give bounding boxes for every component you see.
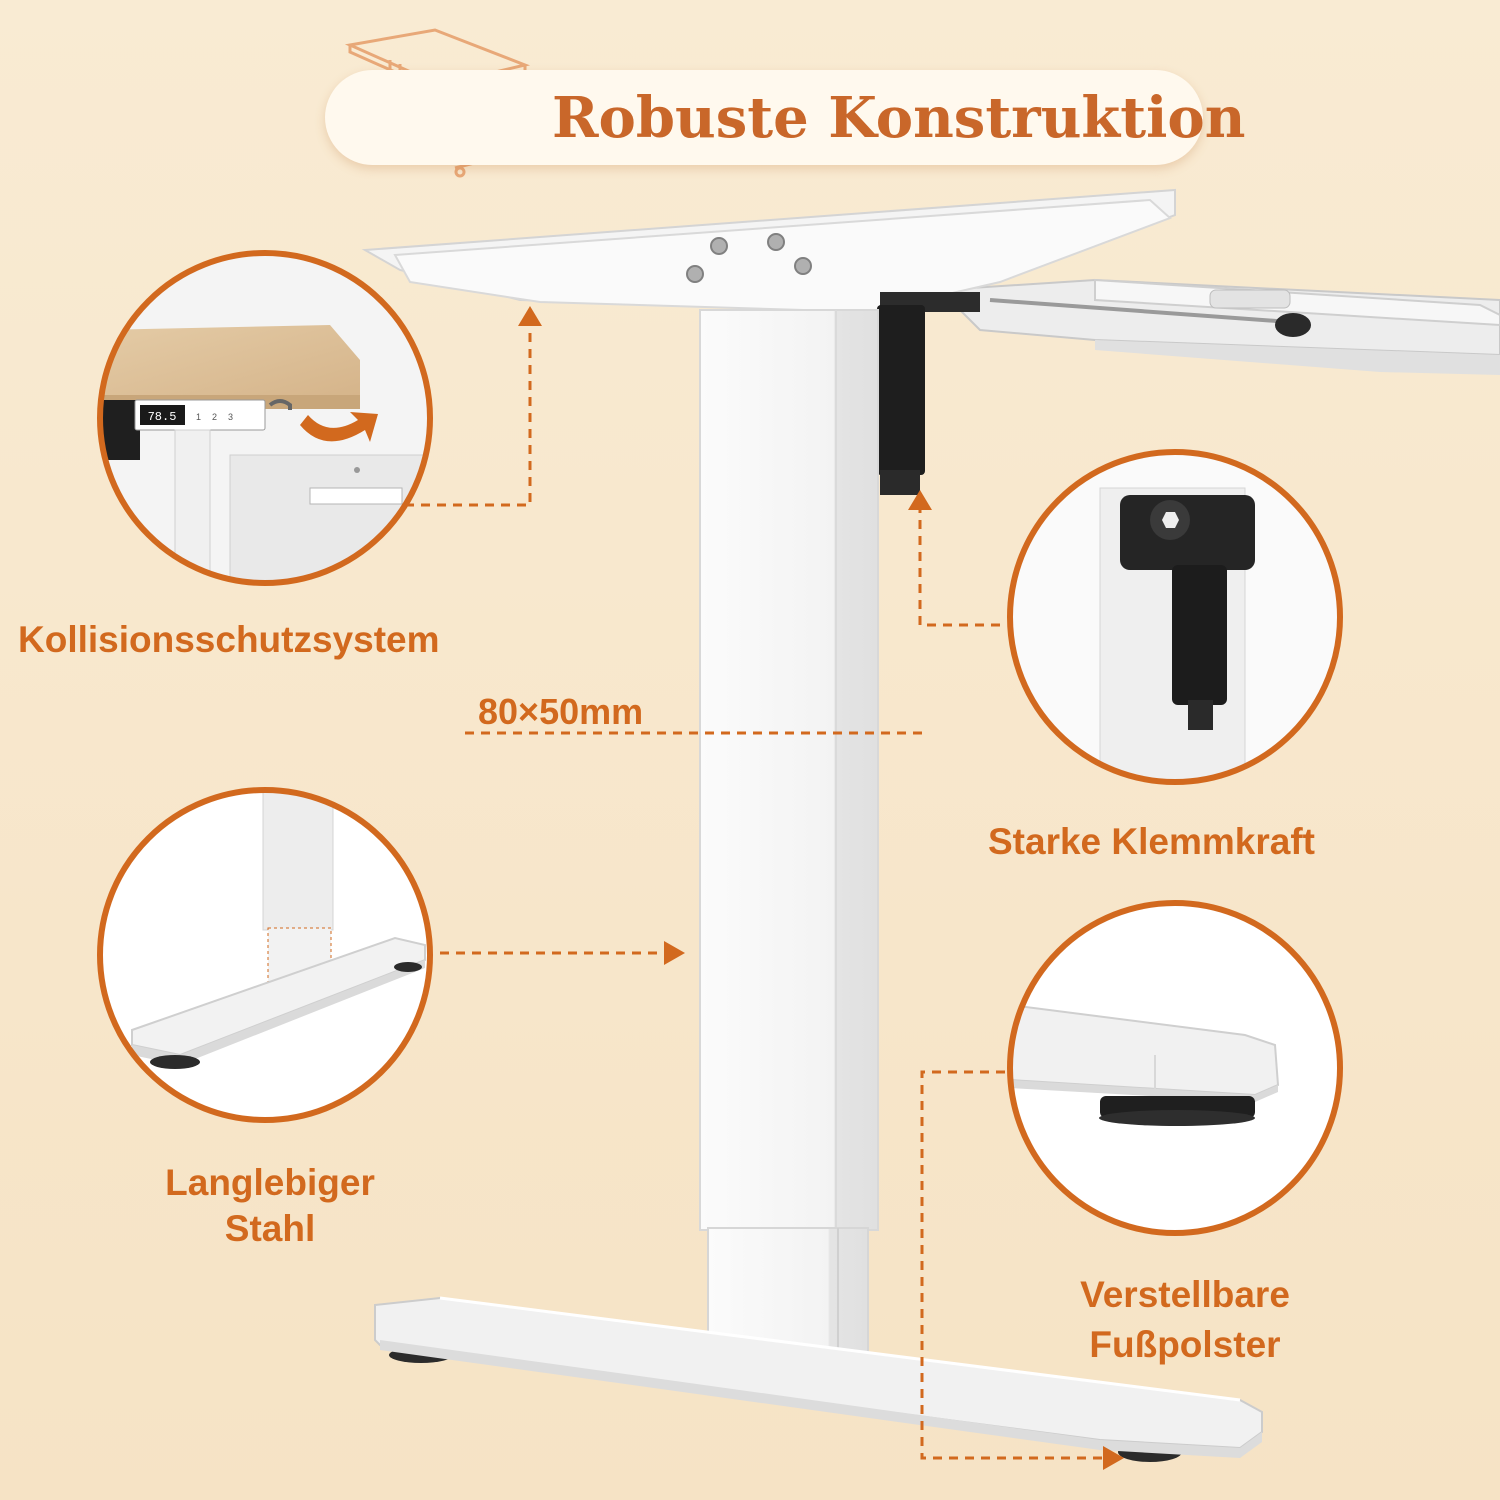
zoom-circle-pads	[1007, 900, 1343, 1236]
title-pill	[325, 70, 1203, 165]
feature-label-clamp: Starke Klemmkraft	[988, 821, 1315, 862]
crossbar-frame	[937, 278, 1500, 375]
feature-label-steel: Langlebiger Stahl	[110, 1160, 430, 1252]
control-button-label: 1	[196, 412, 201, 422]
page-title: Robuste Konstruktion	[552, 85, 1246, 151]
feature-label-steel-line2: Stahl	[224, 1208, 316, 1249]
feature-label-pads: Verstellbare Fußpolster	[1025, 1270, 1345, 1370]
bolt	[710, 237, 728, 255]
dimension-label: 80×50mm	[478, 691, 644, 732]
feature-label-pads-line1: Verstellbare	[1080, 1274, 1290, 1315]
control-button-label: 3	[228, 412, 233, 422]
feature-label-pads-line2: Fußpolster	[1089, 1324, 1281, 1365]
control-button-label: 2	[212, 412, 217, 422]
connector-lines	[405, 325, 1105, 1460]
curved-arrow-icon	[300, 412, 378, 442]
bolt	[767, 233, 785, 251]
feature-label-steel-line1: Langlebiger	[165, 1162, 375, 1203]
bolt	[794, 257, 812, 275]
zoom-circle-collision: 78.5 1 2 3	[97, 250, 433, 586]
arrowheads	[518, 306, 1124, 1470]
zoom-circle-steel	[97, 787, 433, 1123]
leg-column	[699, 309, 879, 1354]
motor	[877, 292, 980, 495]
control-display: 78.5	[148, 410, 177, 424]
leg-foot	[374, 1296, 1263, 1462]
zoom-circle-clamp	[1007, 449, 1343, 785]
feature-label-collision: Kollisionsschutzsystem	[18, 619, 440, 660]
bolt	[686, 265, 704, 283]
